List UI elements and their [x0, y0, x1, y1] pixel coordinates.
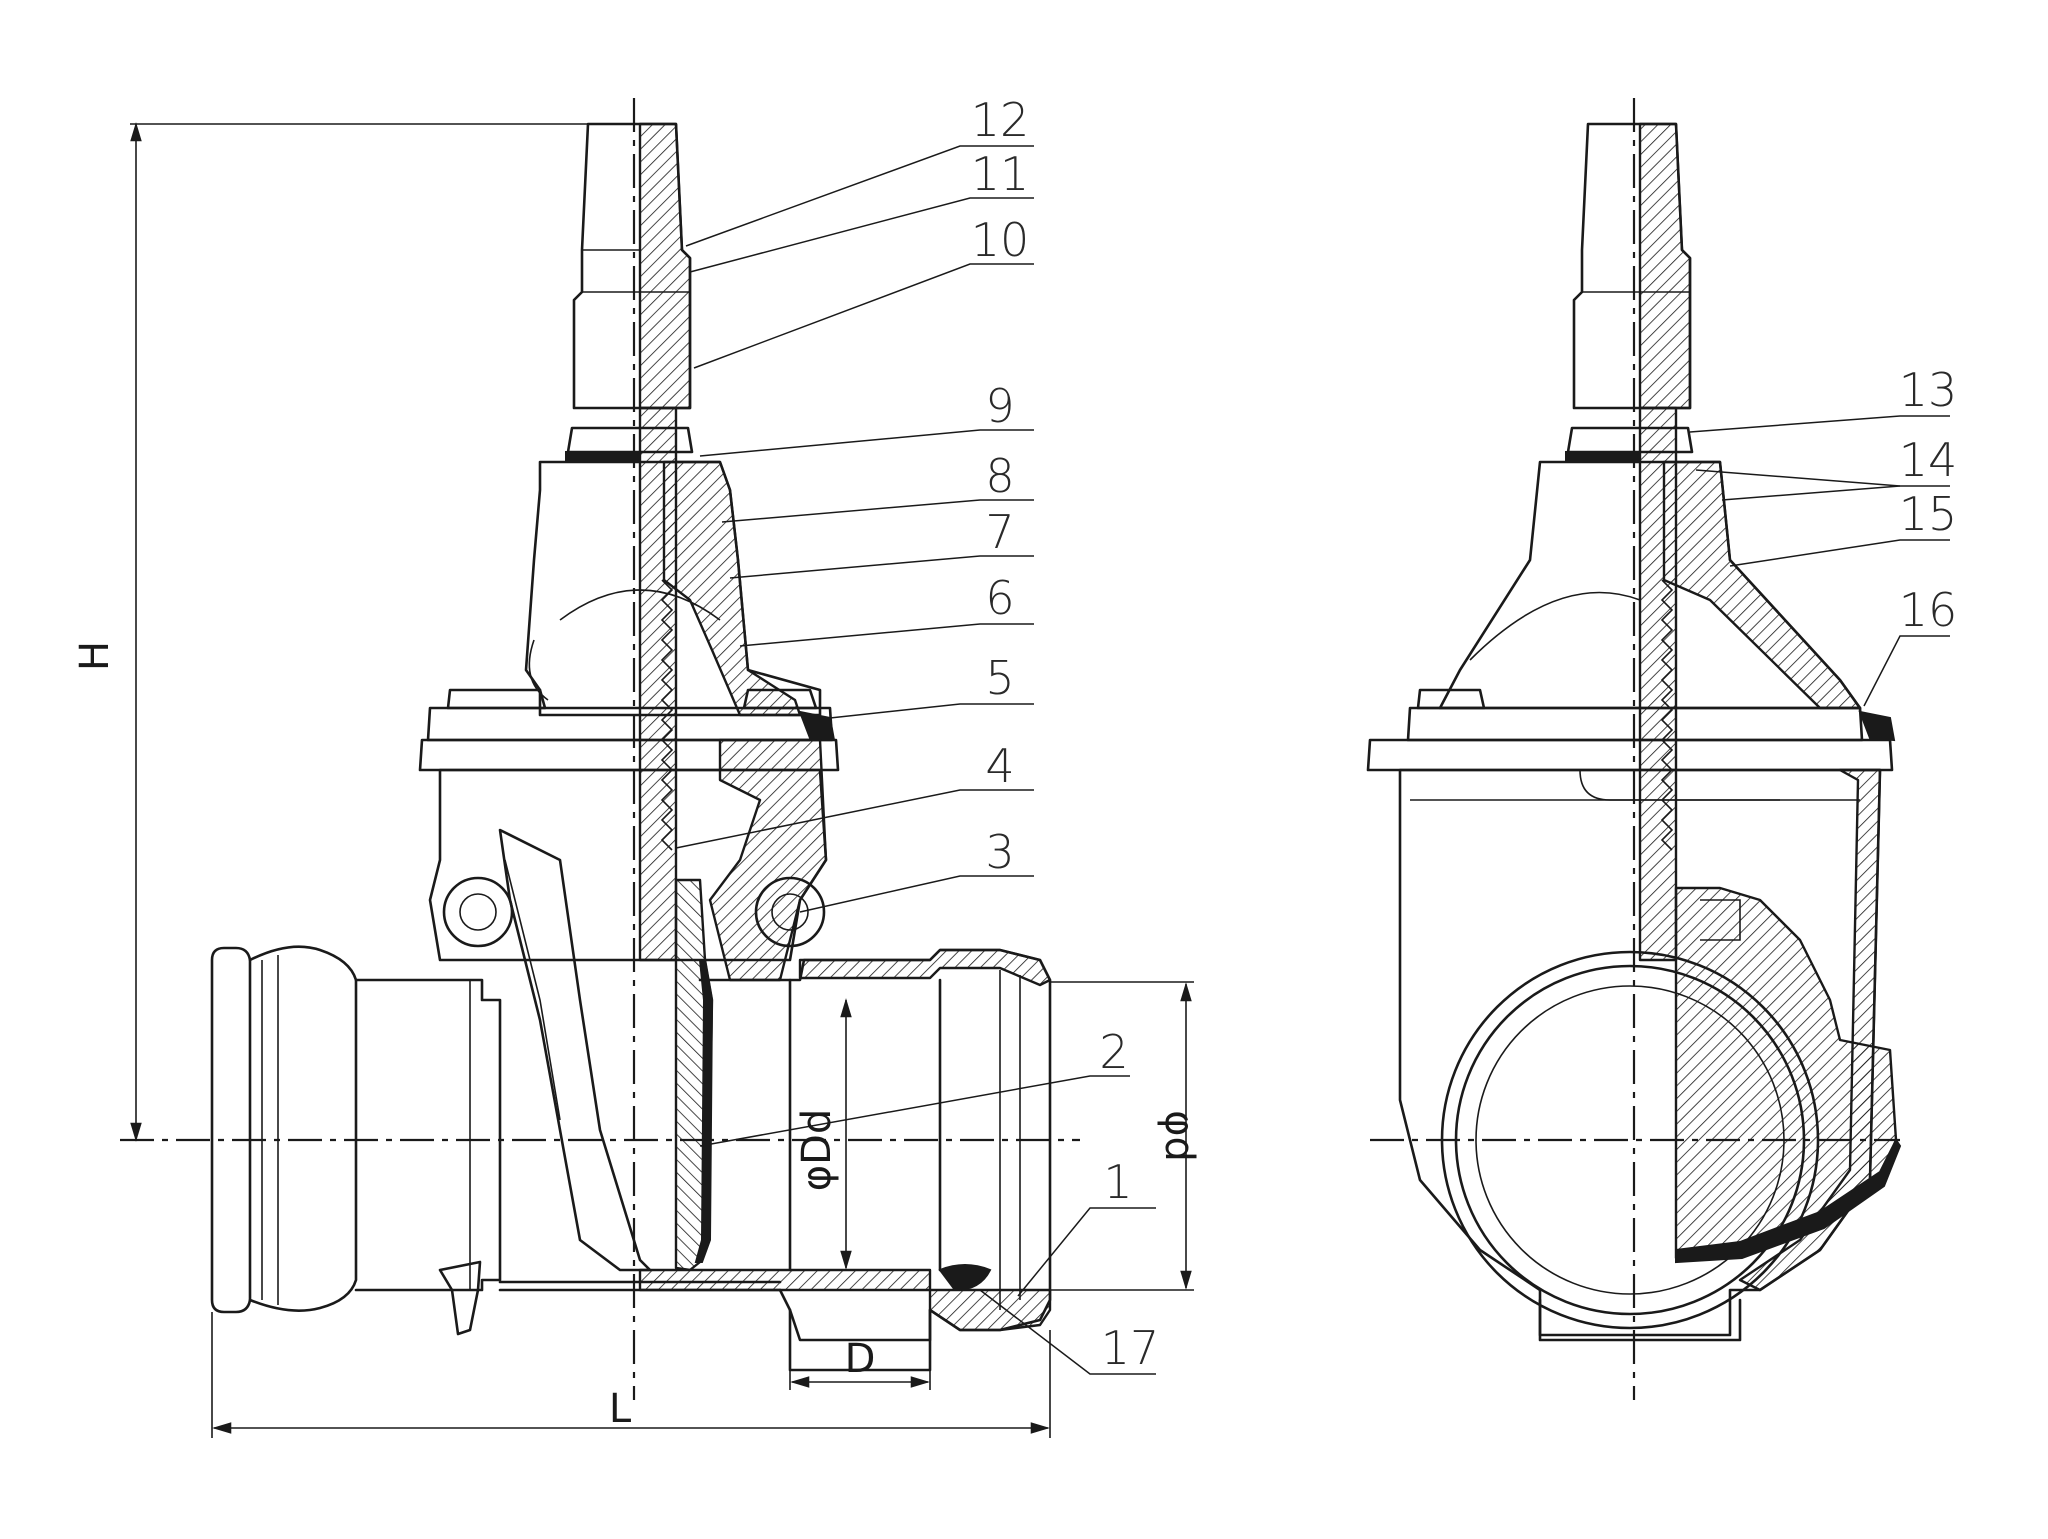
callout-9: 9	[985, 379, 1014, 433]
callout-7: 7	[985, 505, 1014, 559]
callout-10: 10	[971, 213, 1030, 267]
front-section-view	[120, 98, 1080, 1400]
callout-3: 3	[985, 825, 1014, 879]
callout-13: 13	[1899, 363, 1958, 417]
callout-1: 1	[1103, 1155, 1132, 1209]
callout-2: 2	[1099, 1025, 1128, 1079]
dim-label-d: D	[845, 1336, 876, 1382]
callout-8: 8	[985, 449, 1014, 503]
callout-6: 6	[985, 571, 1014, 625]
callout-5: 5	[985, 651, 1014, 705]
dimension-annotations: H L D φDd φd	[72, 122, 1202, 1438]
callout-14: 14	[1899, 433, 1958, 487]
callout-4: 4	[985, 739, 1014, 793]
dim-label-h: H	[72, 641, 118, 671]
callout-15: 15	[1899, 487, 1958, 541]
right-callouts: 13 14 15 16	[1689, 363, 1958, 707]
callout-17: 17	[1101, 1321, 1160, 1375]
dim-label-phi-d: φd	[1156, 1110, 1202, 1162]
side-section-view	[1366, 98, 1902, 1400]
callout-16: 16	[1899, 583, 1958, 637]
callout-11: 11	[971, 147, 1030, 201]
callout-12: 12	[971, 93, 1030, 147]
left-callouts: 12 11 10 9 8 7 6 5 4 3 2 1 17	[675, 93, 1160, 1375]
dim-label-l: L	[609, 1386, 632, 1432]
dim-label-phi-dd: φDd	[794, 1109, 840, 1192]
